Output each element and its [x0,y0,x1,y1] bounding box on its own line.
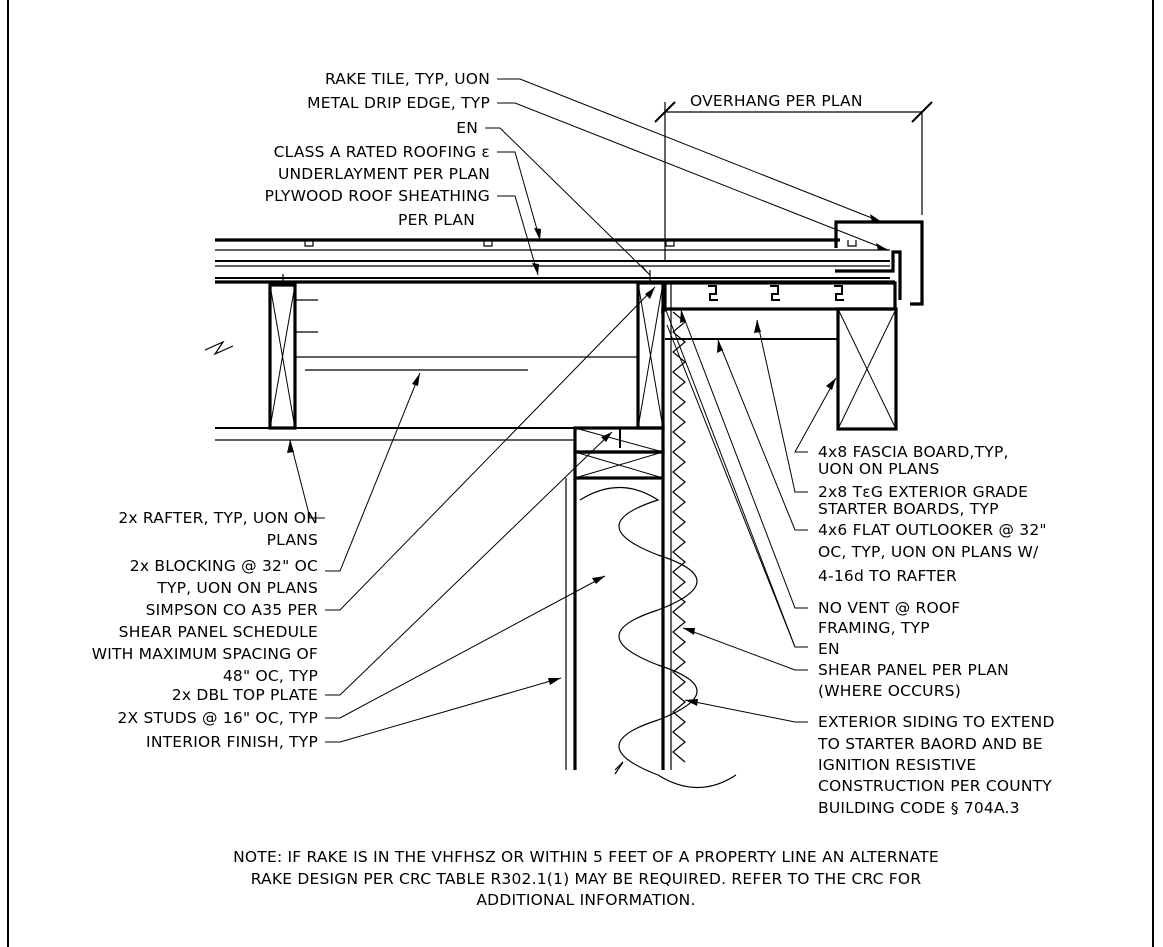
label-top-plate: 2x DBL TOP PLATE [172,686,318,704]
note-line-3: ADDITIONAL INFORMATION. [476,891,695,909]
label-siding-3: IGNITION RESISTIVE [818,756,976,774]
roof-assembly [215,220,924,431]
label-simpson-4: 48" OC, TYP [223,667,318,685]
label-shear-1: SHEAR PANEL PER PLAN [818,661,1009,679]
label-starter-1: 2x8 TεG EXTERIOR GRADE [818,483,1028,501]
label-simpson-2: SHEAR PANEL SCHEDULE [119,623,318,641]
wall-section [565,283,737,789]
label-metal-drip: METAL DRIP EDGE, TYP [307,94,490,112]
label-overhang: OVERHANG PER PLAN [690,92,863,110]
label-fascia-2: UON ON PLANS [818,460,940,478]
label-siding-2: TO STARTER BAORD AND BE [817,735,1043,753]
label-shear-2: (WHERE OCCURS) [818,682,961,700]
label-roofing-1: CLASS A RATED ROOFING ε [274,143,490,161]
label-studs: 2X STUDS @ 16" OC, TYP [117,709,318,727]
label-sheathing-1: PLYWOOD ROOF SHEATHING [265,187,490,205]
rafter-left [268,274,318,430]
sheet-border [7,0,1154,947]
note-line-2: RAKE DESIGN PER CRC TABLE R302.1(1) MAY … [251,870,922,888]
label-en-right: EN [818,640,840,658]
label-novent-1: NO VENT @ ROOF [818,599,960,617]
label-siding-1: EXTERIOR SIDING TO EXTEND [818,713,1055,731]
label-outlooker-1: 4x6 FLAT OUTLOOKER @ 32" [818,521,1047,539]
label-simpson-1: SIMPSON CO A35 PER [146,601,318,619]
label-novent-2: FRAMING, TYP [818,619,930,637]
label-roofing-2: UNDERLAYMENT PER PLAN [278,165,490,183]
label-rafter-1: 2x RAFTER, TYP, UON ON [118,509,318,527]
leaders [287,78,889,743]
annotation-labels: OVERHANG PER PLAN RAKE TILE, TYP, UON ME… [92,70,1055,909]
label-rafter-2: PLANS [267,531,318,549]
label-interior: INTERIOR FINISH, TYP [146,733,318,751]
label-blocking-1: 2x BLOCKING @ 32" OC [130,557,318,575]
label-sheathing-2: PER PLAN [398,211,475,229]
label-outlooker-3: 4-16d TO RAFTER [818,567,957,585]
blocking [204,340,638,441]
label-fascia-1: 4x8 FASCIA BOARD,TYP, [818,443,1009,461]
overhang-dimension [654,101,933,260]
label-blocking-2: TYP, UON ON PLANS [156,579,318,597]
label-en-top: EN [456,119,478,137]
label-siding-4: CONSTRUCTION PER COUNTY [818,777,1052,795]
label-simpson-3: WITH MAXIMUM SPACING OF [92,645,318,663]
label-siding-5: BUILDING CODE § 704A.3 [818,799,1020,817]
label-rake-tile: RAKE TILE, TYP, UON [325,70,490,88]
label-starter-2: STARTER BOARDS, TYP [818,500,999,518]
note-line-1: NOTE: IF RAKE IS IN THE VHFHSZ OR WITHIN… [233,848,939,866]
label-outlooker-2: OC, TYP, UON ON PLANS W/ [818,543,1039,561]
